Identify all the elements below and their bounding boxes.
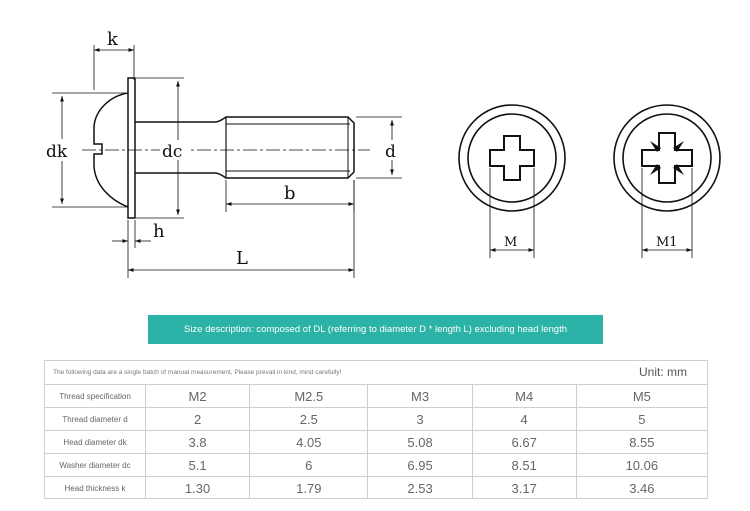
screw-technical-drawing: k dk dc d b h L [44, 29, 721, 278]
cell: 3.46 [576, 476, 707, 499]
label-h: h [153, 221, 165, 242]
unit-label: Unit: mm [639, 365, 687, 379]
label-M: M [504, 235, 517, 250]
pozidriv-tick-marks [650, 141, 684, 175]
top-view-phillips [458, 104, 566, 212]
spec-table: The following data are a single batch of… [44, 360, 708, 499]
dimension-h [112, 220, 151, 248]
cell: 5.08 [367, 430, 473, 454]
cell: M5 [632, 388, 651, 404]
cell: 2.5 [249, 407, 369, 431]
dimension-k [93, 45, 135, 90]
table-row: Washer diameter dc 5.1 6 6.95 8.51 10.06 [45, 453, 707, 477]
spec-grid: Thread specification M2 M2.5 M3 M4 M5 Th… [45, 385, 707, 499]
table-row: Head thickness k 1.30 1.79 2.53 3.17 3.4… [45, 476, 707, 499]
row-label: Washer diameter dc [45, 453, 146, 477]
row-label: Head thickness k [45, 476, 146, 499]
cell: M4 [472, 385, 577, 408]
measurement-note: The following data are a single batch of… [53, 369, 342, 376]
table-row: Thread diameter d 2 2.5 3 4 5 [45, 407, 707, 431]
row-label: Thread specification [45, 385, 146, 408]
size-description-banner: Size description: composed of DL (referr… [148, 315, 603, 344]
label-d: d [385, 142, 396, 162]
banner-text: Size description: composed of DL (referr… [183, 324, 568, 335]
table-note-row: The following data are a single batch of… [45, 361, 707, 385]
top-view-pozidriv [613, 104, 721, 212]
label-b: b [284, 183, 296, 204]
cell: 3.8 [145, 430, 251, 454]
dimension-M [489, 168, 535, 258]
cell: M2 [145, 385, 251, 408]
label-k: k [107, 29, 119, 50]
screw-side-view [93, 77, 355, 219]
cell: 2 [145, 407, 251, 431]
cell: 8.55 [576, 430, 707, 454]
label-L: L [236, 248, 248, 269]
dimension-M1 [641, 168, 693, 258]
cell: 4 [472, 407, 577, 431]
cell: 3.17 [472, 476, 577, 499]
cell: 4.05 [249, 430, 369, 454]
label-M1: M1 [656, 235, 678, 250]
cell: 2.53 [367, 476, 473, 499]
cell: 6 [249, 453, 369, 477]
cell: M2.5 [249, 385, 369, 408]
cell: 10.06 [576, 453, 707, 477]
cell: 6.95 [367, 453, 473, 477]
cell: 8.51 [472, 453, 577, 477]
cell: 5 [576, 407, 707, 431]
cell: M3 [367, 385, 473, 408]
cell: 3 [367, 407, 473, 431]
cell: 6.67 [472, 430, 577, 454]
label-dk: dk [46, 142, 68, 162]
cell: 1.79 [249, 476, 369, 499]
row-label: Head diameter dk [45, 430, 146, 454]
dimension-L [127, 180, 355, 278]
cell: 5.1 [145, 453, 251, 477]
label-dc: dc [162, 142, 182, 162]
table-row: Head diameter dk 3.8 4.05 5.08 6.67 8.55 [45, 430, 707, 454]
row-label: Thread diameter d [45, 407, 146, 431]
table-row: Thread specification M2 M2.5 M3 M4 M5 [45, 385, 707, 408]
cell: 1.30 [145, 476, 251, 499]
